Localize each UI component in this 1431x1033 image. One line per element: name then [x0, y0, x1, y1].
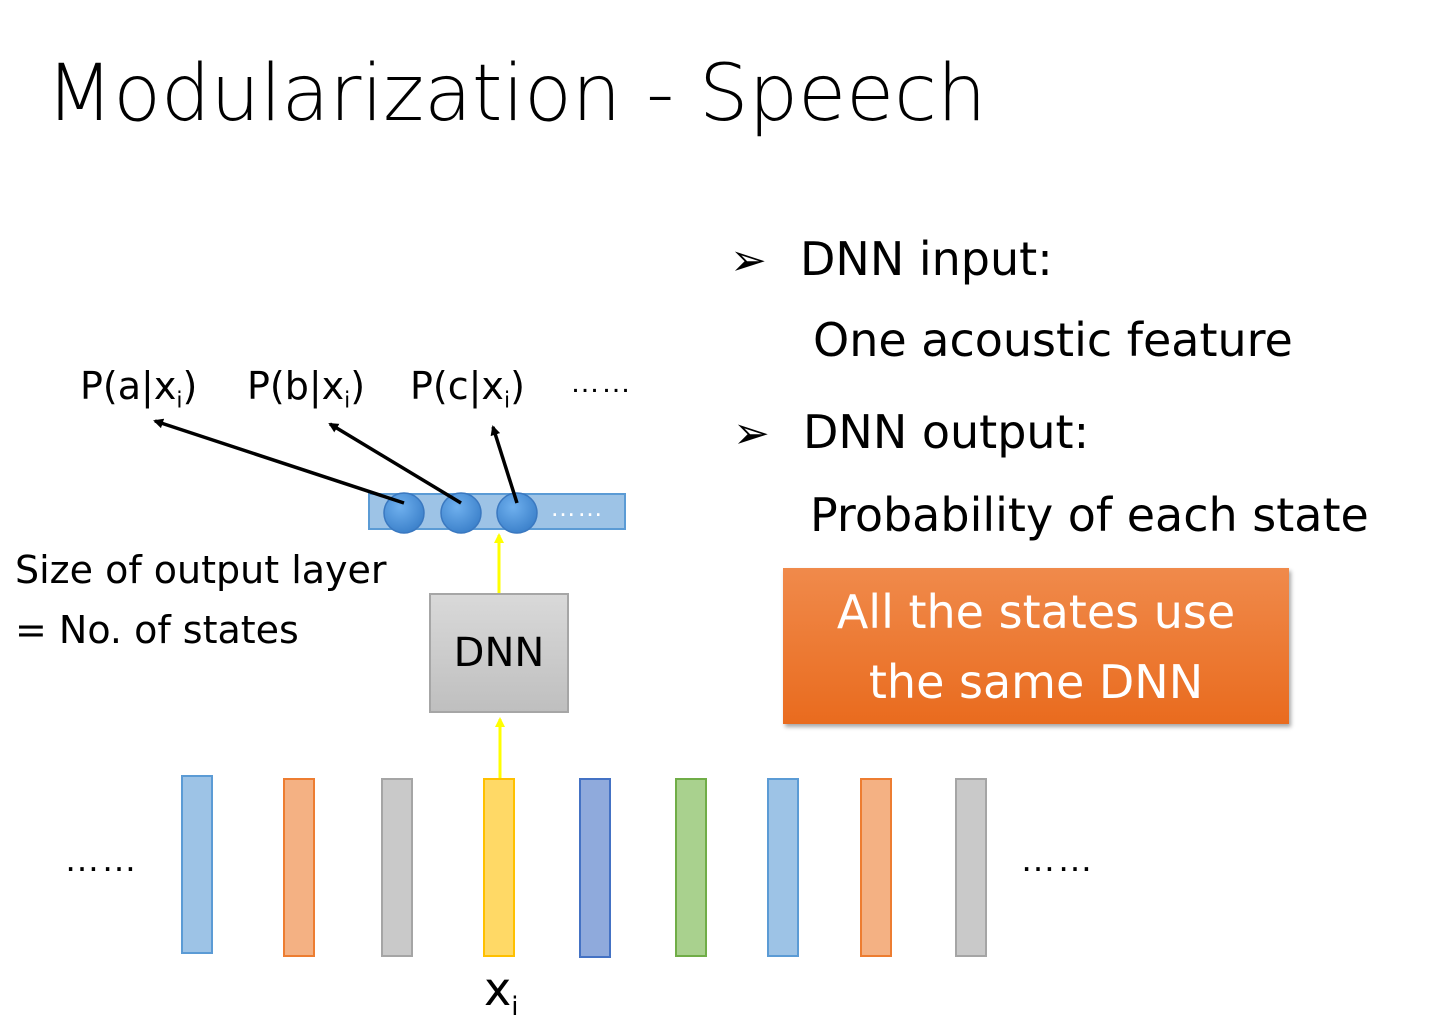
output-node [496, 492, 538, 534]
bullet-dnn-output: ➢ DNN output: [733, 405, 1089, 459]
bullet-dnn-input: ➢ DNN input: [730, 232, 1053, 286]
acoustic-feature-bar [381, 778, 413, 957]
output-node [440, 492, 482, 534]
bullet-heading: DNN output: [803, 405, 1090, 459]
prob-label-a: P(a|xi) [80, 364, 198, 414]
bullet-detail: Probability of each state [810, 488, 1369, 542]
feature-ellipsis-left: …… [64, 838, 138, 879]
callout-line: the same DNN [868, 655, 1204, 709]
callout-box: All the states use the same DNN [783, 568, 1289, 724]
dnn-box: DNN [429, 593, 569, 713]
prob-ellipsis: …… [570, 366, 632, 399]
acoustic-feature-bar [579, 778, 611, 958]
acoustic-feature-bar [955, 778, 987, 957]
arrow-to-prob-b [328, 422, 462, 505]
acoustic-feature-bar [181, 775, 213, 954]
acoustic-feature-bar [860, 778, 892, 957]
dnn-label: DNN [453, 630, 545, 676]
acoustic-feature-bar [675, 778, 707, 957]
output-layer-ellipsis: …… [550, 492, 604, 522]
arrow-to-prob-c [490, 425, 519, 504]
acoustic-feature-bar [483, 778, 515, 957]
output-node [383, 492, 425, 534]
acoustic-feature-bar [767, 778, 799, 957]
arrow-bullet-icon: ➢ [733, 408, 770, 459]
feature-ellipsis-right: …… [1020, 838, 1094, 879]
arrow-bullet-icon: ➢ [730, 235, 767, 286]
size-label-line: = No. of states [15, 608, 299, 652]
bullet-heading: DNN input: [800, 232, 1053, 286]
prob-label-c: P(c|xi) [410, 364, 525, 414]
callout-line: All the states use [836, 585, 1236, 639]
input-feature-label: xi [484, 962, 519, 1023]
prob-label-b: P(b|xi) [247, 364, 366, 414]
acoustic-feature-bar [283, 778, 315, 957]
arrow-to-prob-a [153, 418, 405, 505]
bullet-detail: One acoustic feature [813, 313, 1293, 367]
size-label-line: Size of output layer [15, 548, 387, 592]
slide-title: Modularization - Speech [46, 49, 987, 139]
